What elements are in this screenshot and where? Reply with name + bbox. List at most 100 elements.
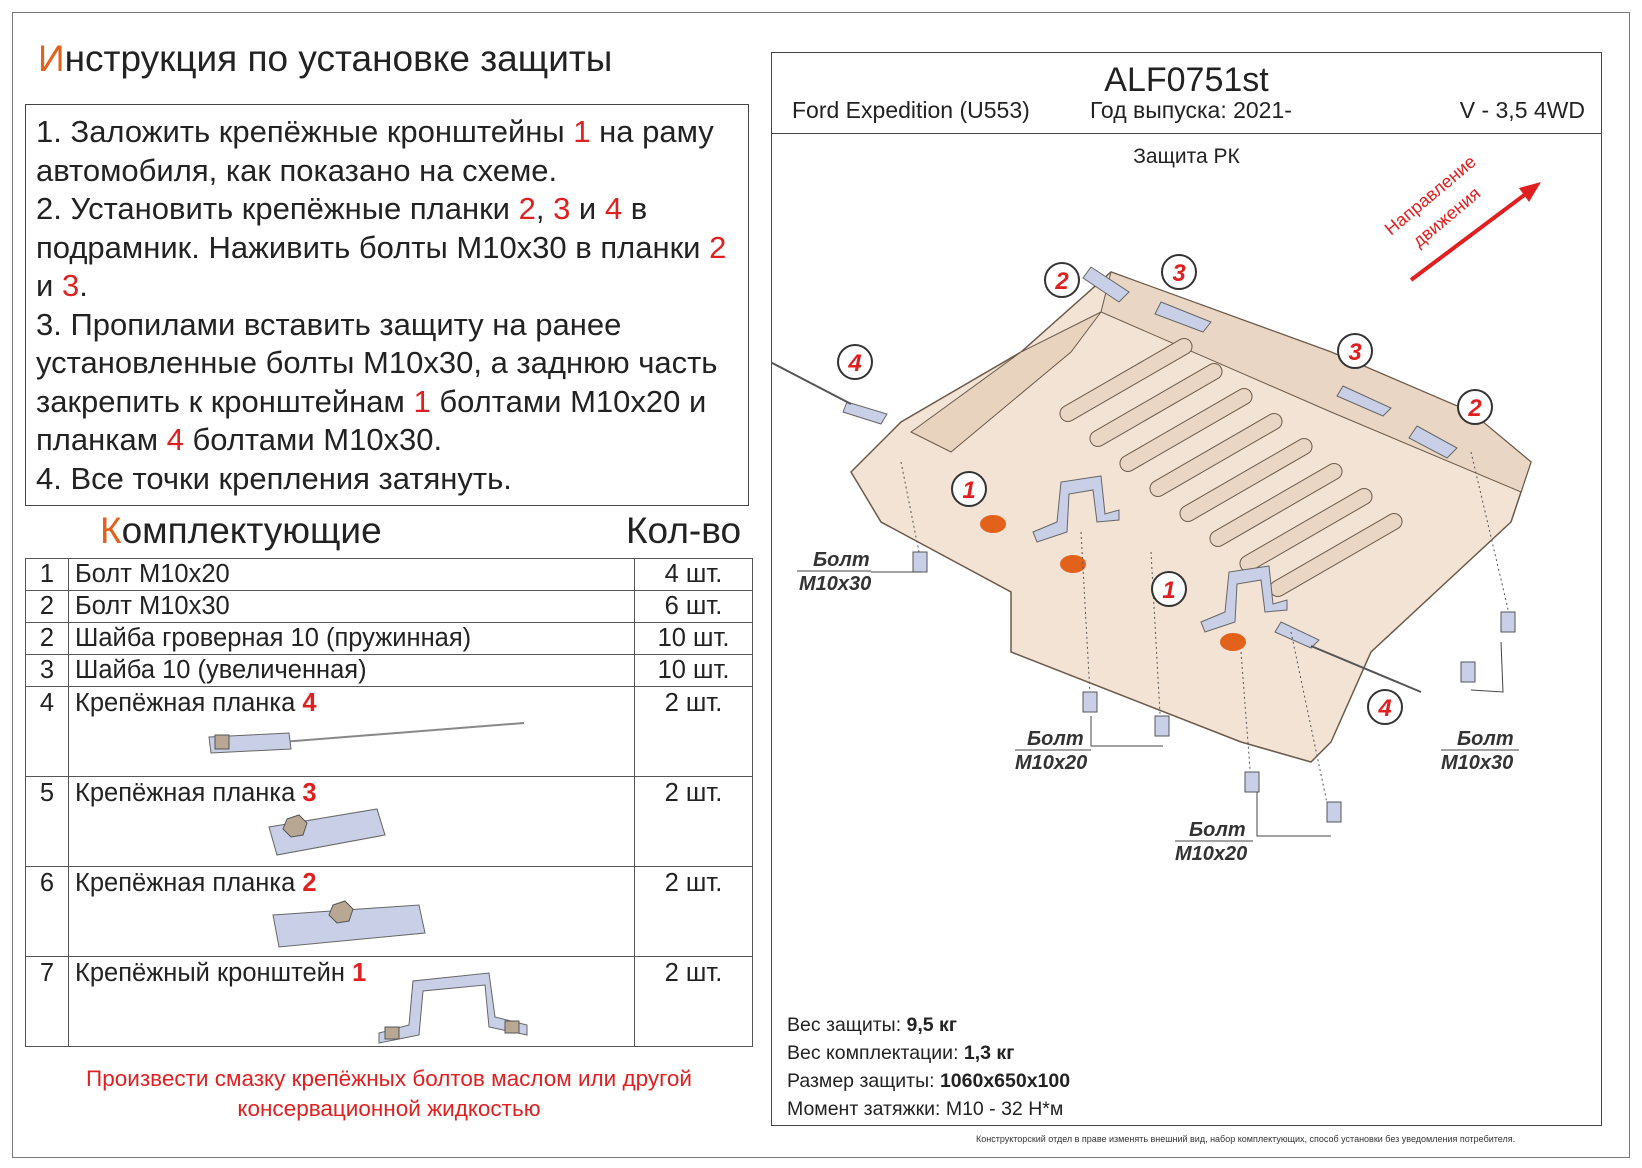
engine-spec: V - 3,5 4WD (1459, 97, 1585, 123)
callout-3: 3 (1161, 254, 1197, 290)
disclaimer: Конструкторский отдел в праве изменять в… (976, 1134, 1516, 1144)
bolts (912, 551, 1516, 823)
row-name: Крепёжная планка (75, 779, 303, 807)
plate-4-rod (1310, 645, 1422, 693)
plate-2 (1408, 425, 1458, 459)
row-name-cell: Крепёжный кронштейн 1 (68, 956, 635, 1047)
plate-3 (1154, 301, 1212, 333)
callout-2: 2 (1044, 262, 1080, 298)
table-row: 4 Крепёжная планка 4 2 шт. (25, 686, 753, 777)
bolt (1460, 661, 1476, 683)
note-line-2: консервационной жидкостью (237, 1096, 541, 1121)
bolt-label-line-1: Болт (1457, 728, 1514, 750)
page-title: Инструкция по установке защиты (38, 38, 613, 79)
page-frame (12, 12, 1630, 1158)
svg-text:4: 4 (847, 350, 861, 377)
bolt-label: Болт М10х20 (1015, 728, 1091, 774)
plate-4 (842, 401, 888, 425)
bolt-label: Болт М10х30 (797, 549, 871, 595)
svg-text:2: 2 (1054, 268, 1069, 295)
table-row: 6 Крепёжная планка 2 2 шт. (25, 866, 753, 957)
callout-1: 1 (951, 471, 987, 507)
spec-kit-weight: Вес комплектации: 1,3 кг (787, 1042, 1015, 1064)
bolt-leaders (871, 571, 1504, 837)
callout-3: 3 (1337, 333, 1373, 369)
bolt (1326, 801, 1342, 823)
direction-arrow-shaft (1409, 188, 1533, 282)
direction-arrow-head (1519, 182, 1541, 202)
row-number: 6 (25, 866, 69, 957)
bolt-label-line-2: М10х30 (1441, 752, 1513, 774)
row-name-cell: Крепёжная планка 2 (68, 866, 635, 957)
assembly-diagram: Направление движения (771, 151, 1541, 865)
plate-3-image (268, 808, 386, 856)
bolt-label-line-2: М10х20 (1175, 843, 1247, 865)
row-name: Шайба гроверная 10 (пружинная) (68, 622, 635, 655)
svg-text:3: 3 (1172, 260, 1186, 287)
vent-slots (1059, 338, 1403, 597)
note-line-1: Произвести смазку крепёжных болтов масло… (86, 1066, 692, 1091)
logo-badge (1060, 555, 1086, 573)
diagram-subtitle: Защита РК (1133, 145, 1240, 168)
plate-4-image (208, 722, 525, 754)
bolt (1082, 691, 1098, 713)
bolt-label-line-1: Болт (813, 549, 870, 571)
spec-weight: Вес защиты: 9,5 кг (787, 1014, 957, 1036)
row-name: Болт М10х30 (68, 590, 635, 623)
direction-indicator: Направление движения (1381, 151, 1541, 282)
row-name: Крепёжный кронштейн (75, 959, 353, 987)
callout-2: 2 (1457, 389, 1493, 425)
logo-badge (980, 515, 1006, 533)
svg-text:1: 1 (1162, 577, 1175, 604)
row-name: Шайба 10 (увеличенная) (68, 654, 635, 687)
row-name-cell: Крепёжная планка 3 (68, 776, 635, 867)
plate-2 (1082, 266, 1130, 303)
step-1: 1. Заложить крепёжные кронштейны 1 на ра… (36, 114, 714, 188)
part-number: 1 (352, 959, 367, 987)
row-number: 1 (25, 558, 69, 591)
row-number: 7 (25, 956, 69, 1047)
bracket-1 (1200, 565, 1288, 633)
bracket-1 (1032, 475, 1120, 543)
row-name: Крепёжная планка (75, 869, 303, 897)
bolt (1244, 771, 1260, 793)
bolt (1500, 611, 1516, 633)
header-divider (772, 133, 1601, 134)
callout-4: 4 (1367, 689, 1403, 725)
part-number: 4 (302, 689, 317, 717)
row-number: 2 (25, 622, 69, 655)
part-number: 3 (302, 779, 317, 807)
bracket-1-image (378, 972, 528, 1044)
row-name: Крепёжная планка (75, 689, 303, 717)
product-code: ALF0751st (1104, 61, 1269, 99)
row-number: 3 (25, 654, 69, 687)
brackets (842, 266, 1458, 649)
skid-plate (850, 271, 1532, 763)
row-qty: 10 шт. (634, 622, 753, 655)
logo-badge (1220, 633, 1246, 651)
instructions-box: 1. Заложить крепёжные кронштейны 1 на ра… (25, 104, 749, 506)
plate-4 (1274, 621, 1320, 649)
row-qty: 2 шт. (634, 866, 753, 957)
svg-text:1: 1 (962, 477, 975, 504)
specs-block: Вес защиты: 9,5 кг Вес комплектации: 1,3… (787, 1011, 1070, 1123)
bolt-label: Болт М10х30 (1441, 728, 1519, 774)
bolt (912, 551, 928, 573)
callout-4: 4 (837, 344, 873, 380)
part-number: 2 (302, 869, 317, 897)
svg-text:3: 3 (1348, 339, 1362, 366)
qty-heading: Кол-во (626, 510, 742, 551)
lubrication-note: Произвести смазку крепёжных болтов масло… (25, 1064, 753, 1124)
row-qty: 2 шт. (634, 686, 753, 777)
row-qty: 4 шт. (634, 558, 753, 591)
kit-heading: Комплектующие (100, 510, 382, 551)
table-row: 7 Крепёжный кронштейн 1 2 шт. (25, 956, 753, 1047)
model-year: Год выпуска: 2021- (1090, 97, 1292, 123)
svg-text:4: 4 (1377, 695, 1391, 722)
row-number: 4 (25, 686, 69, 777)
table-row: 5 Крепёжная планка 3 2 шт. (25, 776, 753, 867)
